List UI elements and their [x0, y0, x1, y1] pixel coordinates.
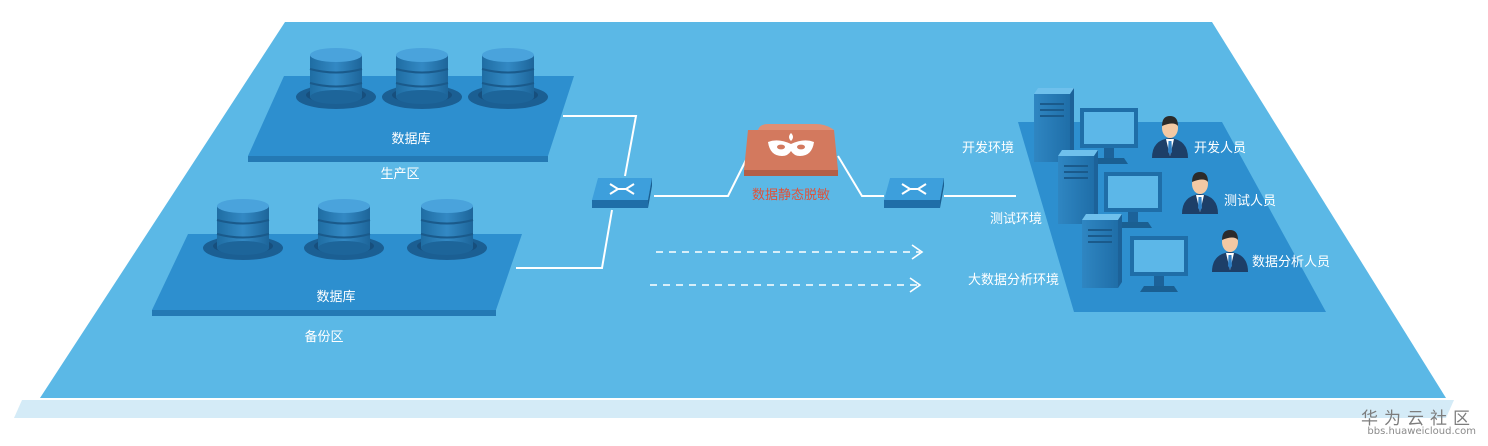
test-env-label: 测试环境	[990, 212, 1043, 227]
backup-zone-label: 备份区	[304, 330, 344, 345]
production-db-label: 数据库	[391, 132, 431, 147]
connection-lines	[516, 115, 1016, 269]
dev-env-label: 开发环境	[962, 141, 1015, 156]
platform-edge	[14, 400, 1454, 418]
flow-arrows	[650, 244, 924, 293]
masking-label: 数据静态脱敏	[751, 188, 831, 203]
backup-zone	[152, 198, 522, 316]
backup-db-label: 数据库	[316, 290, 356, 305]
masking-device	[744, 124, 838, 176]
test-user-label: 测试人员	[1224, 194, 1277, 209]
environment-zone	[1018, 87, 1326, 312]
production-zone	[248, 47, 574, 162]
switch-right	[883, 177, 945, 209]
bigdata-env-label: 大数据分析环境	[968, 273, 1060, 288]
dev-user-label: 开发人员	[1194, 141, 1247, 156]
mask-icon	[768, 140, 814, 156]
analyst-user-label: 数据分析人员	[1252, 255, 1331, 270]
switch-left	[591, 177, 653, 209]
production-zone-label: 生产区	[380, 167, 420, 182]
watermark-url: bbs.huaweicloud.com	[1367, 426, 1476, 437]
watermark-title: 华为云社区	[1361, 409, 1476, 429]
